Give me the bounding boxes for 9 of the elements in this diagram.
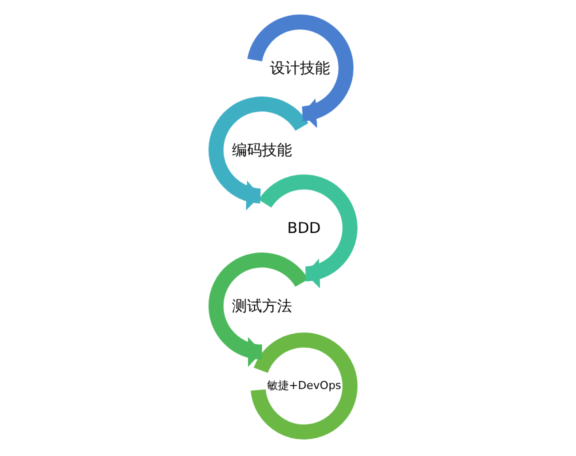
ring-label: 设计技能 [270,58,330,79]
ring-label: 编码技能 [232,140,292,161]
arrow [227,334,262,366]
arrow [304,258,336,288]
arrow [227,178,262,210]
ring-label: BDD [287,218,321,239]
ring-label: 敏捷+DevOps [266,378,342,394]
arrow [302,98,332,128]
ring-label: 测试方法 [232,296,292,317]
